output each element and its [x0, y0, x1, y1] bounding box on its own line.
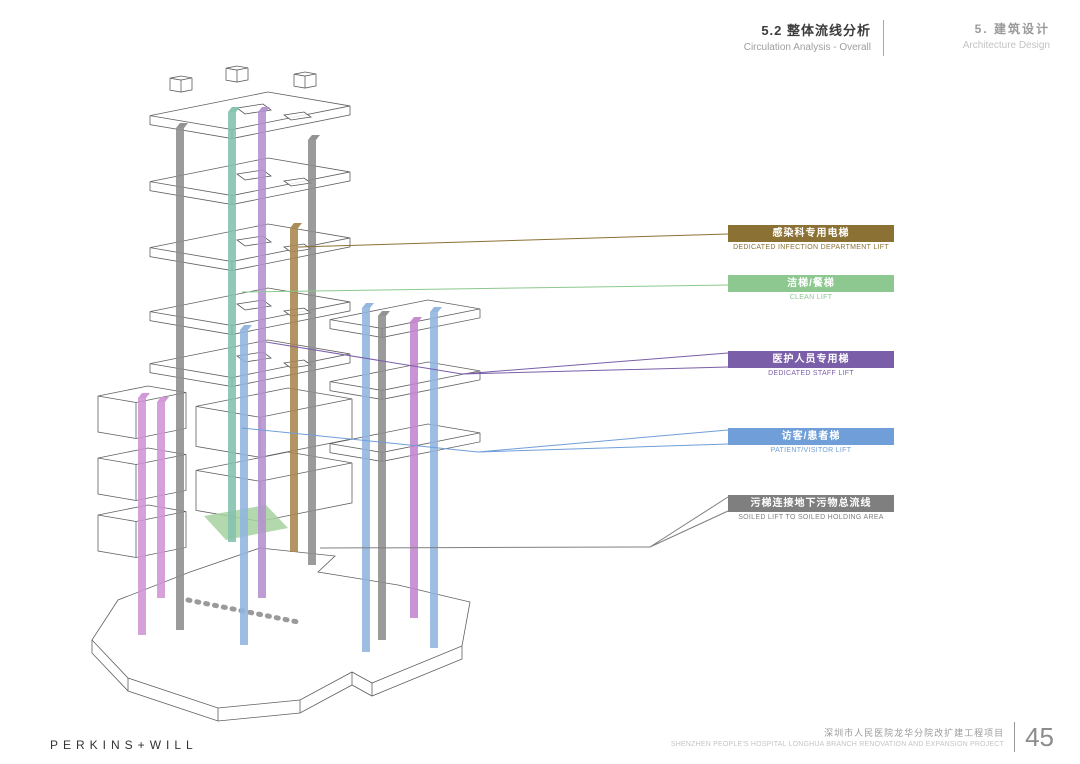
section-title-block: 5.2 整体流线分析 Circulation Analysis - Overal…: [744, 20, 884, 56]
footer: PERKINS+WILL 深圳市人民医院龙华分院改扩建工程项目 SHENZHEN…: [0, 722, 1080, 752]
legend-item-visitor-lift: 访客/患者梯 PATIENT/VISITOR LIFT: [728, 428, 894, 454]
legend-swatch-soiled-lift: 污梯连接地下污物总流线: [728, 495, 894, 512]
shaft-gray-1: [176, 123, 188, 630]
leader-visitor-lift: [241, 427, 729, 453]
ground-floor-slab: [91, 547, 471, 709]
chapter-title-zh: 5. 建筑设计: [974, 22, 1050, 36]
shaft-magenta-1: [410, 317, 422, 618]
legend-swatch-clean-lift: 洁梯/餐梯: [728, 275, 894, 292]
legend-item-infection-lift: 感染科专用电梯 DEDICATED INFECTION DEPARTMENT L…: [728, 225, 894, 251]
legend-label-en-staff-lift: DEDICATED STAFF LIFT: [768, 370, 854, 377]
shaft-gray-soiled-lift: [378, 311, 390, 640]
legend-item-soiled-lift: 污梯连接地下污物总流线 SOILED LIFT TO SOILED HOLDIN…: [728, 495, 894, 521]
project-title-block: 深圳市人民医院龙华分院改扩建工程项目 SHENZHEN PEOPLE'S HOS…: [671, 726, 1004, 748]
shaft-pink-2: [157, 397, 169, 598]
footer-right: 深圳市人民医院龙华分院改扩建工程项目 SHENZHEN PEOPLE'S HOS…: [671, 722, 1054, 752]
legend-swatch-staff-lift: 医护人员专用梯: [728, 351, 894, 368]
shaft-teal-clean-lift: [228, 107, 240, 542]
shaft-blue-visitor-lift: [430, 307, 442, 648]
leader-infection-lift: [297, 233, 729, 248]
shaft-pink-1: [138, 393, 150, 635]
shaft-blue-2: [362, 303, 374, 652]
legend-label-en-clean-lift: CLEAN LIFT: [789, 294, 833, 301]
section-title-en: Circulation Analysis - Overall: [743, 42, 871, 53]
project-title-zh: 深圳市人民医院龙华分院改扩建工程项目: [824, 728, 1005, 738]
legend-label-en-infection-lift: DEDICATED INFECTION DEPARTMENT LIFT: [733, 244, 889, 251]
legend-leader-lines: [241, 233, 729, 549]
leader-clean-lift: [241, 284, 729, 293]
shaft-blue-1: [240, 325, 252, 645]
legend-swatch-visitor-lift: 访客/患者梯: [728, 428, 894, 445]
legend-item-clean-lift: 洁梯/餐梯 CLEAN LIFT: [728, 275, 894, 301]
shaft-brown-infection-lift: [290, 223, 302, 552]
page-number-divider: [1014, 722, 1016, 752]
legend-swatch-infection-lift: 感染科专用电梯: [728, 225, 894, 242]
header: 5.2 整体流线分析 Circulation Analysis - Overal…: [744, 20, 1050, 56]
leader-staff-lift: [265, 341, 729, 375]
building-wireframe-plates: [91, 65, 481, 722]
shaft-gray-2: [308, 135, 320, 565]
legend-label-en-visitor-lift: PATIENT/VISITOR LIFT: [770, 447, 852, 454]
project-title-en: SHENZHEN PEOPLE'S HOSPITAL LONGHUA BRANC…: [670, 741, 1005, 748]
leader-soiled-lift: [319, 496, 729, 549]
chapter-title-en: Architecture Design: [962, 40, 1050, 51]
section-title-zh: 5.2 整体流线分析: [761, 23, 871, 38]
perkins-will-logo: PERKINS+WILL: [50, 738, 198, 752]
page-number: 45: [1025, 722, 1054, 752]
legend-item-staff-lift: 医护人员专用梯 DEDICATED STAFF LIFT: [728, 351, 894, 377]
shaft-purple-staff-lift: [258, 107, 270, 598]
legend-label-en-soiled-lift: SOILED LIFT TO SOILED HOLDING AREA: [738, 514, 884, 521]
circulation-shafts: [138, 107, 442, 652]
chapter-title-block: 5. 建筑设计 Architecture Design: [900, 20, 1050, 51]
